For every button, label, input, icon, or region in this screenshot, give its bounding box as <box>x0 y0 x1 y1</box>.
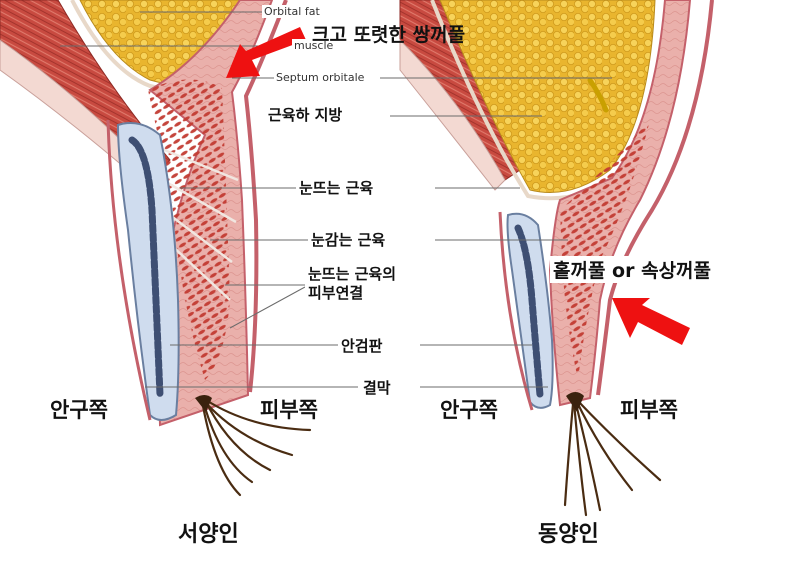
western-eye-side-label: 안구쪽 <box>50 398 108 422</box>
levator-skin-label-line1: 눈뜨는 근육의 <box>308 265 397 283</box>
septum-orbitale-label: Septum orbitale <box>274 71 367 84</box>
muscle-label: muscle <box>292 39 336 52</box>
orbicularis-label: 눈감는 근육 <box>308 229 389 250</box>
levator-skin-attachment-label: 눈뜨는 근육의 피부연결 <box>305 265 400 303</box>
western-title: 서양인 <box>178 522 239 547</box>
tarsus-label: 안검판 <box>338 335 386 356</box>
sub-muscle-fat-label: 근육하 지방 <box>265 104 346 125</box>
conjunctiva-label: 결막 <box>360 377 394 398</box>
levator-label: 눈뜨는 근육 <box>296 177 377 198</box>
red-arrow-icon <box>612 298 690 345</box>
leader-lines <box>60 11 612 388</box>
eastern-skin-side-label: 피부쪽 <box>620 398 678 422</box>
levator-skin-label-line2: 피부연결 <box>308 284 364 302</box>
eastern-title: 동양인 <box>538 522 599 547</box>
eastern-fold-callout: 홑꺼풀 or 속상꺼풀 <box>550 256 715 283</box>
western-fold-callout: 크고 또렷한 쌍꺼풀 <box>312 24 466 46</box>
red-arrow-icon <box>226 27 306 78</box>
western-eyelid <box>0 0 312 497</box>
orbital-fat-label: Orbital fat <box>262 5 322 18</box>
western-skin-side-label: 피부쪽 <box>260 398 318 422</box>
eastern-eye-side-label: 안구쪽 <box>440 398 498 422</box>
